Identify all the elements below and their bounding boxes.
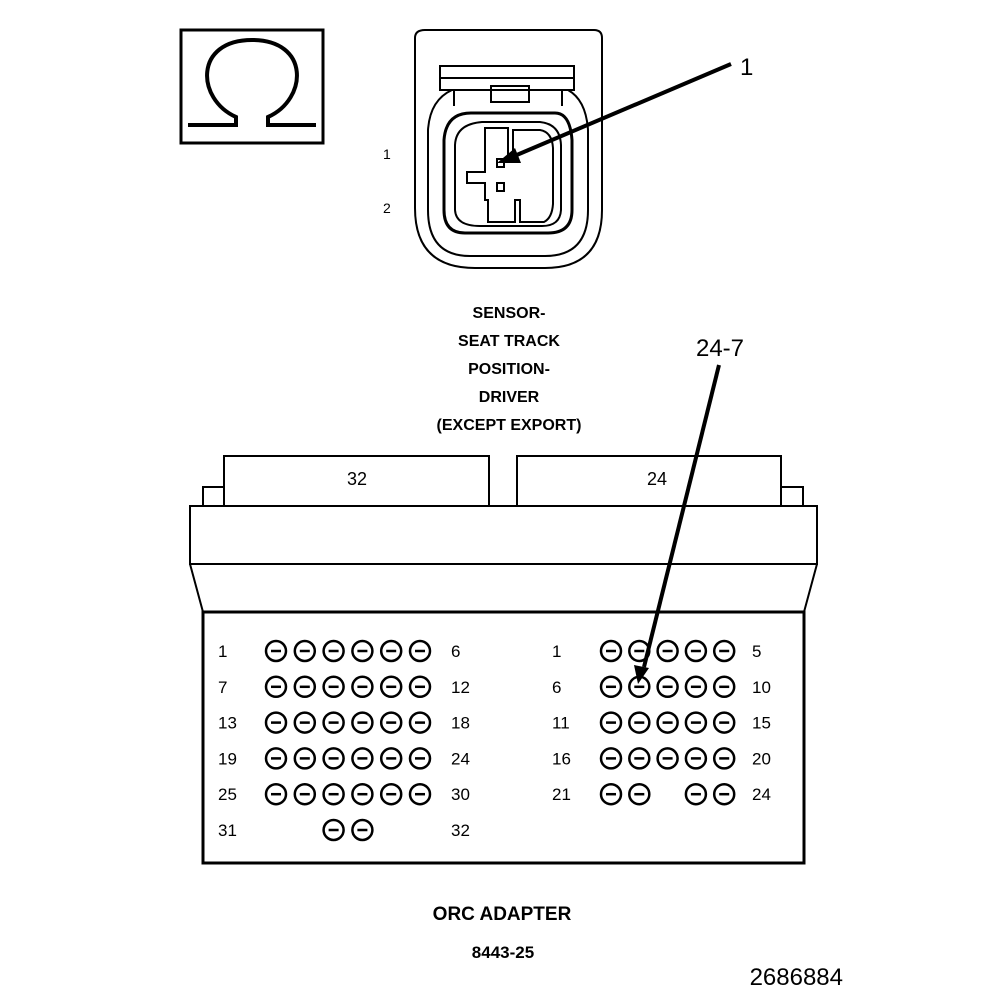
connector-right-label: 24 [647,469,667,489]
sensor-caption-line-5: (EXCEPT EXPORT) [437,417,582,434]
pin-row-end-label: 32 [451,821,470,840]
pin-row-start-label: 6 [552,678,561,697]
sensor-caption-line-4: DRIVER [479,389,540,406]
pin-row-end-label: 5 [752,642,761,661]
pin-row-end-label: 30 [451,785,470,804]
pin-row-end-label: 15 [752,714,771,733]
pin-row-start-label: 1 [552,642,561,661]
left-pin-block: 1 6 7 12 13 18 19 24 25 30 31 32 [218,639,470,842]
sensor-caption-line-1: SENSOR- [473,305,546,322]
pin-row-end-label: 24 [451,749,470,768]
sensor-caption: SENSOR- SEAT TRACK POSITION- DRIVER (EXC… [437,305,582,434]
pin-row-end-label: 10 [752,678,771,697]
figure-id: 2686884 [750,964,843,991]
callout-pin-1: 1 [497,54,753,163]
callout-24-7: 24-7 [634,335,744,684]
sensor-pin-label-2: 2 [383,200,391,216]
pin-row-start-label: 31 [218,821,237,840]
pin-row-end-label: 6 [451,642,460,661]
pin-row-start-label: 19 [218,749,237,768]
ohm-icon [188,37,316,127]
pin-row-start-label: 16 [552,749,571,768]
sensor-connector: 1 2 [383,29,603,269]
sensor-caption-line-2: SEAT TRACK [458,333,560,350]
sensor-pin-label-1: 1 [383,146,391,162]
pin-row-start-label: 1 [218,642,227,661]
adapter-part-number: 8443-25 [472,943,534,962]
pin-row-start-label: 11 [552,714,570,733]
pin-row-start-label: 25 [218,785,237,804]
pin-row-end-label: 12 [451,678,470,697]
connector-left-label: 32 [347,469,367,489]
pin-row-start-label: 7 [218,678,227,697]
callout-label-1: 1 [740,54,753,81]
pin-row-end-label: 20 [752,749,771,768]
pin-row-end-label: 24 [752,785,771,804]
pin-row-start-label: 13 [218,714,237,733]
ohm-symbol [179,28,325,145]
callout-label-24-7: 24-7 [696,335,744,362]
connector-right-housing [516,455,782,507]
pin-row-end-label: 18 [451,714,470,733]
adapter-title: ORC ADAPTER [433,904,572,925]
pin-row-start-label: 21 [552,785,571,804]
sensor-caption-line-3: POSITION- [468,361,550,378]
